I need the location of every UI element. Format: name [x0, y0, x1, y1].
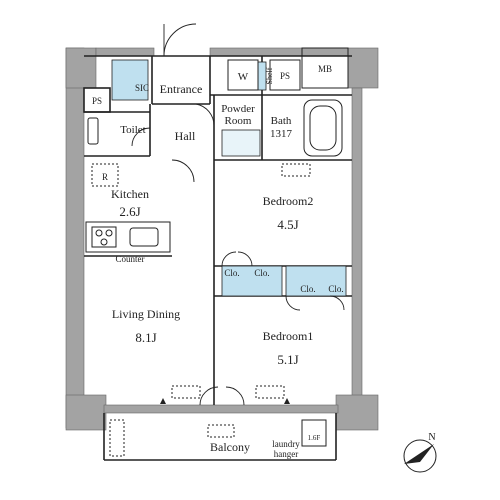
label-ps-top: PS [280, 71, 290, 81]
label-sic: SIC [135, 83, 149, 93]
fixtures [85, 99, 343, 457]
bathtub-inner [309, 105, 337, 151]
powder-sink [221, 129, 261, 157]
toilet-door-arc [131, 127, 151, 147]
ac-marker-2 [171, 385, 201, 399]
label-powder-line1: Powder [221, 103, 255, 115]
kitchen-counter [85, 221, 171, 253]
room-labels: Entrance SIC W Shelf PS MB PS Powder Roo… [92, 64, 436, 459]
closet-bedroom1 [285, 265, 347, 297]
burner-1 [95, 229, 103, 237]
label-counter: Counter [116, 254, 145, 264]
label-ps-left: PS [92, 96, 102, 106]
mb-box [301, 47, 349, 89]
label-living-dining-size: 8.1J [135, 330, 156, 345]
sic-storage [111, 59, 149, 101]
burner-2 [105, 229, 113, 237]
toilet-fixture [87, 117, 99, 145]
label-laundry-line2: hanger [274, 449, 299, 459]
refrigerator-space [91, 163, 119, 187]
label-laundry-line1: laundry [272, 439, 300, 449]
hall-door-arc [171, 159, 195, 183]
balcony-door-arc [199, 386, 219, 406]
label-hall: Hall [175, 129, 196, 143]
label-mb: MB [318, 64, 332, 74]
label-shelf: Shelf [265, 67, 274, 84]
north-arrow [403, 439, 437, 473]
label-bedroom2: Bedroom2 [263, 194, 314, 208]
label-closet-b: Clo. [254, 268, 269, 278]
entrance-door-arc [163, 23, 197, 57]
label-bedroom2-size: 4.5J [277, 217, 298, 232]
balcony-storage-marker [109, 419, 125, 457]
label-refrigerator: R [102, 172, 108, 182]
kitchen-sink [129, 227, 159, 247]
stove [91, 226, 117, 248]
interior-walls [83, 55, 352, 461]
burner-3 [100, 238, 108, 246]
label-floor-marker: 1.6F [308, 434, 321, 442]
closet-bedroom2 [221, 265, 283, 297]
label-north: N [428, 432, 435, 443]
label-closet-d: Clo. [328, 284, 343, 294]
bathtub [303, 99, 343, 157]
structural-walls [65, 47, 379, 431]
doors [131, 23, 345, 406]
ac-marker-3 [255, 385, 285, 399]
storage-areas [111, 59, 347, 297]
label-balcony: Balcony [210, 440, 250, 454]
label-bedroom1: Bedroom1 [263, 329, 314, 343]
ac-marker-1 [281, 163, 311, 177]
label-powder-line2: Room [225, 115, 252, 127]
label-bath-line1: Bath [271, 115, 292, 127]
label-bedroom1-size: 5.1J [277, 352, 298, 367]
powder-door-arc [195, 103, 215, 127]
label-washer: W [238, 71, 249, 83]
label-entrance: Entrance [160, 82, 203, 96]
label-bath-line2: 1317 [270, 128, 293, 140]
ps-top-box [269, 59, 301, 91]
label-kitchen-size: 2.6J [119, 204, 140, 219]
floor-marker-box [301, 419, 327, 447]
label-kitchen: Kitchen [111, 187, 149, 201]
utility-boxes [227, 47, 349, 91]
label-closet-c: Clo. [300, 284, 315, 294]
closet-door-arc-1 [221, 251, 237, 267]
label-closet-a: Clo. [224, 268, 239, 278]
ac-outdoor-marker [207, 424, 235, 438]
closet-door-arc-2 [285, 295, 301, 311]
label-toilet: Toilet [120, 124, 146, 136]
label-living-dining: Living Dining [112, 307, 180, 321]
window-markers [160, 398, 290, 404]
washer-box [227, 59, 259, 91]
